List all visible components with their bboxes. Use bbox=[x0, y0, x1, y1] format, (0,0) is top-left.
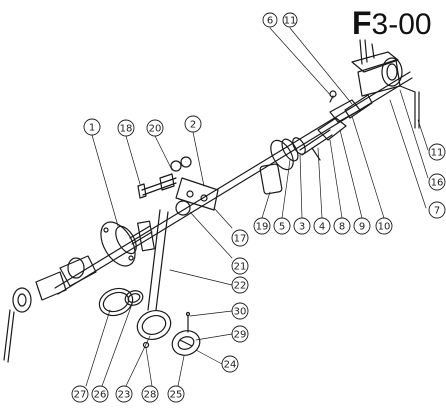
svg-text:25: 25 bbox=[170, 390, 183, 401]
svg-text:3: 3 bbox=[299, 222, 305, 233]
svg-text:24: 24 bbox=[224, 360, 237, 371]
callout-22: 22 bbox=[231, 276, 249, 294]
callout-3: 3 bbox=[293, 217, 311, 235]
svg-text:29: 29 bbox=[234, 330, 247, 341]
callout-24: 24 bbox=[221, 355, 239, 373]
universal-joint bbox=[311, 90, 373, 161]
callout-9: 9 bbox=[353, 217, 371, 235]
svg-text:17: 17 bbox=[234, 234, 247, 245]
callout-21: 21 bbox=[231, 257, 249, 275]
callout-11-right: 11 bbox=[428, 143, 446, 161]
svg-text:1: 1 bbox=[89, 123, 95, 134]
cap-24 bbox=[171, 330, 201, 356]
callout-8: 8 bbox=[333, 217, 351, 235]
pin-30 bbox=[185, 311, 191, 333]
leader-lines bbox=[85, 27, 429, 387]
upper-bearing-assembly bbox=[259, 129, 333, 195]
callout-23: 23 bbox=[115, 385, 133, 403]
callout-11-top: 11 bbox=[282, 12, 298, 28]
callout-30: 30 bbox=[231, 302, 249, 320]
callout-20: 20 bbox=[146, 119, 164, 137]
svg-text:27: 27 bbox=[74, 390, 87, 401]
lower-flange-bearing bbox=[100, 220, 155, 267]
svg-text:23: 23 bbox=[118, 390, 131, 401]
svg-text:11: 11 bbox=[284, 16, 297, 27]
svg-text:22: 22 bbox=[234, 281, 247, 292]
callout-16: 16 bbox=[428, 173, 446, 191]
title-rest: 3-00 bbox=[371, 8, 432, 41]
svg-text:11: 11 bbox=[431, 148, 444, 159]
callout-4: 4 bbox=[313, 217, 331, 235]
callout-5: 5 bbox=[273, 217, 291, 235]
link-plate bbox=[175, 177, 219, 211]
svg-text:6: 6 bbox=[267, 16, 273, 27]
bolt-and-nuts bbox=[137, 156, 192, 216]
svg-text:2: 2 bbox=[190, 120, 196, 131]
ring-26 bbox=[124, 290, 144, 306]
callout-27: 27 bbox=[71, 385, 89, 403]
title-prefix: F bbox=[352, 5, 372, 41]
svg-text:7: 7 bbox=[434, 206, 440, 217]
svg-text:26: 26 bbox=[94, 390, 107, 401]
svg-text:10: 10 bbox=[378, 222, 391, 233]
svg-text:30: 30 bbox=[234, 307, 247, 318]
svg-text:4: 4 bbox=[319, 222, 325, 233]
svg-text:5: 5 bbox=[279, 222, 285, 233]
svg-text:19: 19 bbox=[256, 222, 269, 233]
lower-coupling bbox=[3, 255, 97, 363]
callout-29: 29 bbox=[231, 325, 249, 343]
callout-25: 25 bbox=[167, 385, 185, 403]
callout-19: 19 bbox=[253, 217, 271, 235]
svg-text:28: 28 bbox=[144, 390, 157, 401]
svg-text:18: 18 bbox=[120, 124, 133, 135]
callout-6: 6 bbox=[262, 12, 278, 28]
column-bracket bbox=[147, 209, 169, 311]
callout-1: 1 bbox=[83, 118, 101, 136]
callout-2: 2 bbox=[184, 115, 202, 133]
svg-text:9: 9 bbox=[359, 222, 365, 233]
svg-text:20: 20 bbox=[149, 124, 162, 135]
ring-23 bbox=[136, 310, 172, 340]
svg-text:16: 16 bbox=[431, 178, 444, 189]
ring-28 bbox=[142, 341, 150, 349]
callout-28: 28 bbox=[141, 385, 159, 403]
callout-18: 18 bbox=[117, 119, 135, 137]
callout-26: 26 bbox=[91, 385, 109, 403]
callout-10: 10 bbox=[375, 217, 393, 235]
callout-7: 7 bbox=[428, 201, 446, 219]
svg-text:8: 8 bbox=[339, 222, 345, 233]
figure-title: F3-00 bbox=[352, 6, 432, 42]
svg-text:21: 21 bbox=[234, 262, 247, 273]
callout-17: 17 bbox=[231, 229, 249, 247]
steering-bracket-assembly bbox=[351, 39, 420, 129]
